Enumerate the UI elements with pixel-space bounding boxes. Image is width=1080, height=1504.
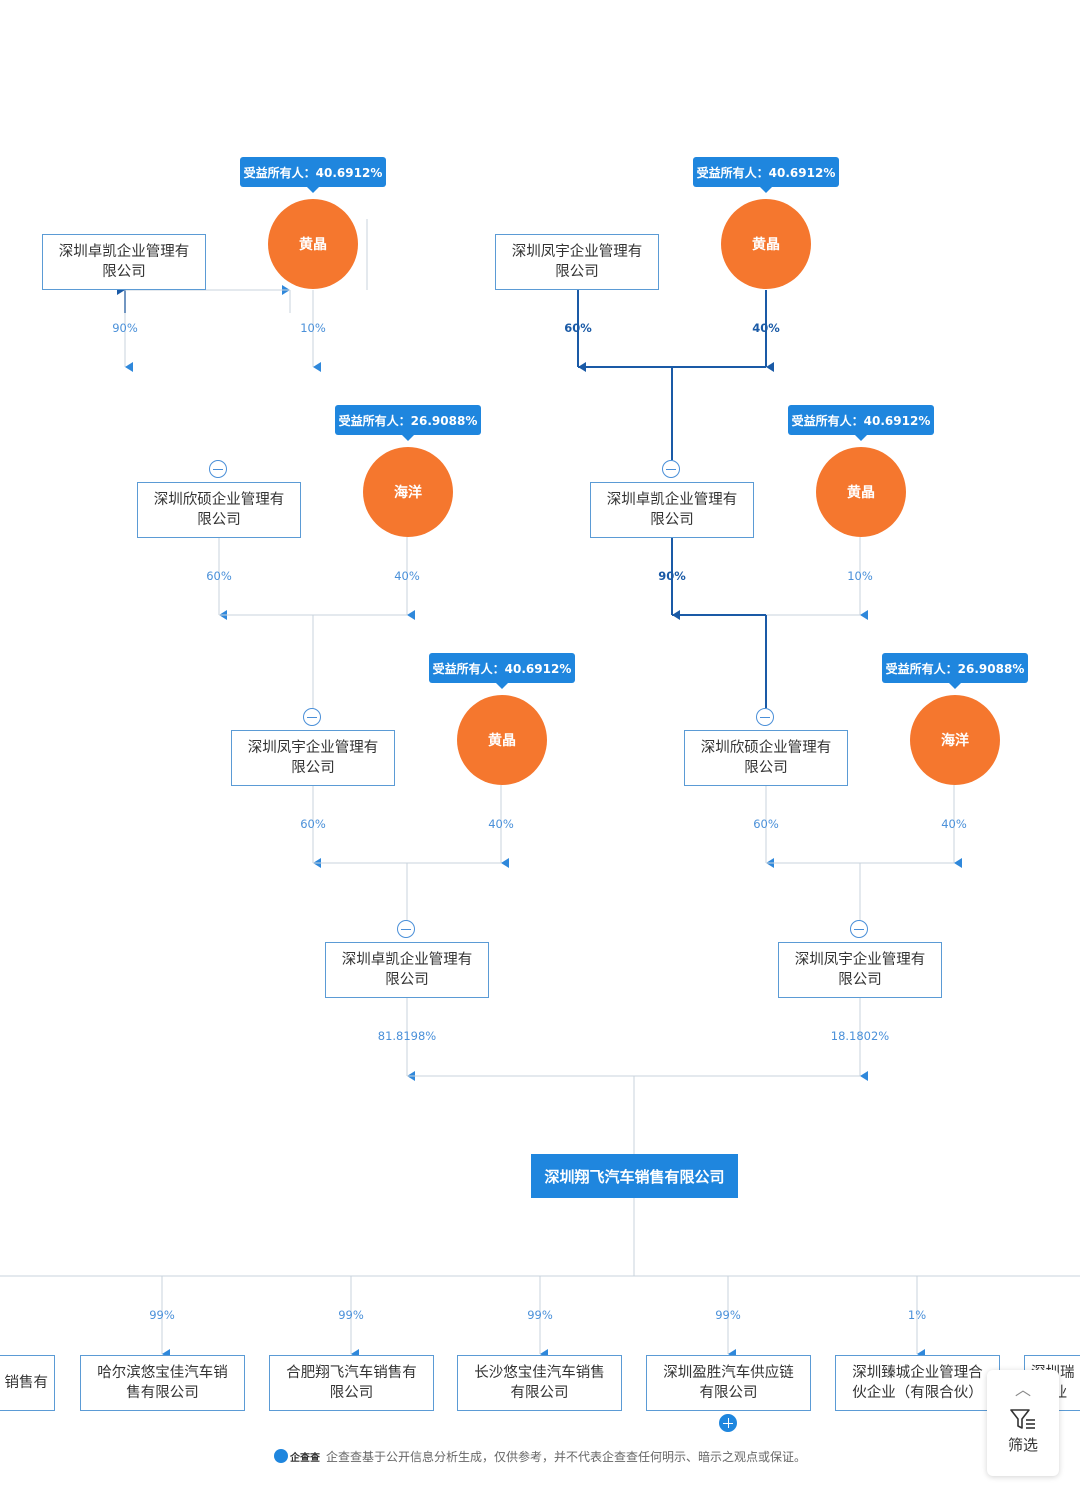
- person-node-huangjing[interactable]: 黄晶: [268, 199, 358, 289]
- beneficial-owner-tag: 受益所有人：40.6912%: [693, 157, 839, 193]
- person-node-haiyang[interactable]: 海洋: [910, 695, 1000, 785]
- share-percentage: 81.8198%: [377, 1029, 437, 1043]
- company-node-zhuokai[interactable]: 深圳卓凯企业管理有 限公司: [590, 482, 754, 538]
- share-percentage: 60%: [300, 817, 326, 831]
- chevron-up-icon[interactable]: ︿: [1014, 1380, 1031, 1399]
- share-percentage: 1%: [907, 1308, 927, 1322]
- subsidiary-node[interactable]: 深圳盈胜汽车供应链 有限公司: [646, 1355, 811, 1411]
- collapse-toggle-icon[interactable]: [756, 708, 774, 726]
- qichacha-logo-icon: [273, 1449, 288, 1463]
- company-node-fengyu[interactable]: 深圳凤宇企业管理有 限公司: [495, 234, 659, 290]
- collapse-toggle-icon[interactable]: [662, 460, 680, 478]
- subsidiary-node[interactable]: 哈尔滨悠宝佳汽车销 售有限公司: [80, 1355, 245, 1411]
- person-node-huangjing[interactable]: 黄晶: [457, 695, 547, 785]
- share-percentage: 60%: [564, 321, 592, 335]
- beneficial-owner-tag: 受益所有人：26.9088%: [335, 405, 481, 441]
- collapse-toggle-icon[interactable]: [209, 460, 227, 478]
- subsidiary-node[interactable]: 销售有: [0, 1355, 55, 1411]
- share-percentage: 99%: [338, 1308, 364, 1322]
- share-percentage: 40%: [488, 817, 514, 831]
- company-node-zhuokai[interactable]: 深圳卓凯企业管理有 限公司: [42, 234, 206, 290]
- filter-button[interactable]: ︿ 筛选: [987, 1370, 1059, 1476]
- subsidiary-node[interactable]: 长沙悠宝佳汽车销售 有限公司: [457, 1355, 622, 1411]
- beneficial-owner-tag: 受益所有人：26.9088%: [882, 653, 1028, 689]
- share-percentage: 10%: [300, 321, 326, 335]
- share-percentage: 90%: [112, 321, 138, 335]
- beneficial-owner-tag: 受益所有人：40.6912%: [429, 653, 575, 689]
- target-company-node[interactable]: 深圳翔飞汽车销售有限公司: [531, 1154, 738, 1198]
- filter-label: 筛选: [1007, 1436, 1038, 1454]
- share-percentage: 40%: [752, 321, 780, 335]
- disclaimer-footer: 企查查企查查基于公开信息分析生成，仅供参考，并不代表企查查任何明示、暗示之观点或…: [0, 1448, 1080, 1465]
- company-node-xinshuo[interactable]: 深圳欣硕企业管理有 限公司: [684, 730, 848, 786]
- share-percentage: 10%: [847, 569, 873, 583]
- footer-disclaimer-text: 企查查基于公开信息分析生成，仅供参考，并不代表企查查任何明示、暗示之观点或保证。: [325, 1450, 806, 1464]
- company-node-fengyu[interactable]: 深圳凤宇企业管理有 限公司: [231, 730, 395, 786]
- collapse-toggle-icon[interactable]: [303, 708, 321, 726]
- person-node-haiyang[interactable]: 海洋: [363, 447, 453, 537]
- filter-icon: [1010, 1409, 1035, 1429]
- person-node-huangjing[interactable]: 黄晶: [816, 447, 906, 537]
- share-percentage: 99%: [527, 1308, 553, 1322]
- share-percentage: 18.1802%: [830, 1029, 890, 1043]
- share-percentage: 90%: [658, 569, 686, 583]
- share-percentage: 99%: [715, 1308, 741, 1322]
- subsidiary-node[interactable]: 合肥翔飞汽车销售有 限公司: [269, 1355, 434, 1411]
- share-percentage: 99%: [149, 1308, 175, 1322]
- share-percentage: 40%: [394, 569, 420, 583]
- beneficial-owner-tag: 受益所有人：40.6912%: [788, 405, 934, 441]
- subsidiary-node[interactable]: 深圳臻城企业管理合 伙企业（有限合伙）: [835, 1355, 1000, 1411]
- share-percentage: 60%: [206, 569, 232, 583]
- beneficial-owner-tag: 受益所有人：40.6912%: [240, 157, 386, 193]
- company-node-fengyu[interactable]: 深圳凤宇企业管理有 限公司: [778, 942, 942, 998]
- company-node-xinshuo[interactable]: 深圳欣硕企业管理有 限公司: [137, 482, 301, 538]
- person-node-huangjing[interactable]: 黄晶: [721, 199, 811, 289]
- share-percentage: 60%: [753, 817, 779, 831]
- expand-toggle-icon[interactable]: [719, 1414, 737, 1432]
- collapse-toggle-icon[interactable]: [850, 920, 868, 938]
- company-node-zhuokai[interactable]: 深圳卓凯企业管理有 限公司: [325, 942, 489, 998]
- collapse-toggle-icon[interactable]: [397, 920, 415, 938]
- footer-brand: 企查查: [289, 1453, 320, 1464]
- share-percentage: 40%: [941, 817, 967, 831]
